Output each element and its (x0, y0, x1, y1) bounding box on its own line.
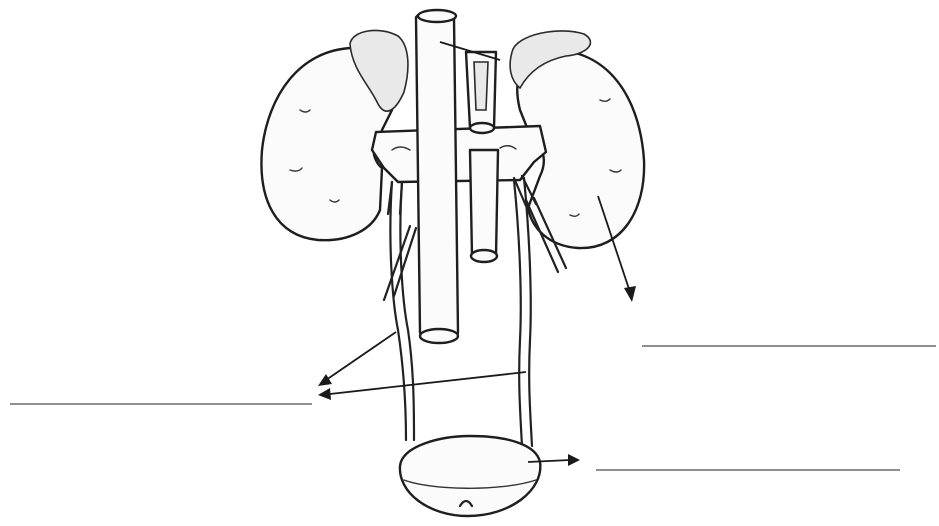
urinary-bladder (400, 436, 540, 516)
ureter-arrow-left (318, 372, 526, 400)
ureter-right (390, 182, 414, 440)
aorta (416, 10, 458, 343)
ureter-left (514, 178, 532, 446)
ureter-arrow-right (318, 332, 396, 386)
inferior-vena-cava (466, 52, 498, 262)
renal-vessels (372, 126, 546, 182)
